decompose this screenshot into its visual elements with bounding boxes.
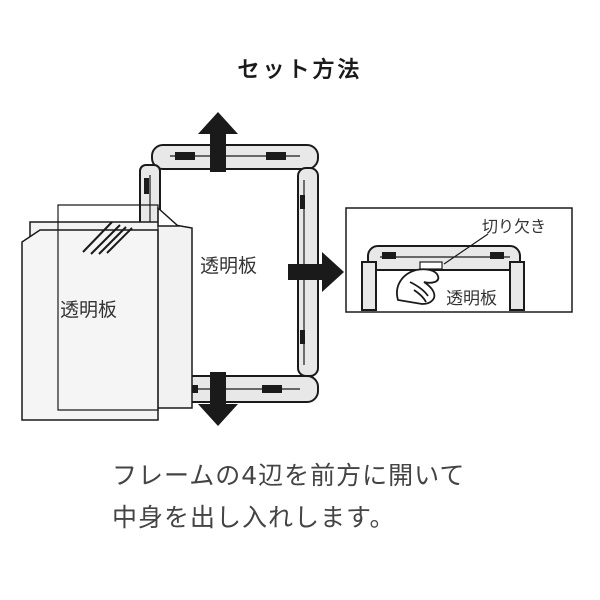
hand-icon — [396, 268, 440, 305]
frame-top-rail — [151, 144, 319, 170]
sheet-front-label: 透明板 — [60, 299, 117, 321]
page-title: セット方法 — [237, 58, 363, 83]
transparent-sheet — [21, 204, 193, 421]
right-arrow-icon — [288, 252, 344, 292]
instruction-line-1: フレームの4辺を前方に開いて — [112, 461, 466, 490]
detail-inset — [345, 207, 573, 313]
sheet-in-frame-label: 透明板 — [200, 255, 257, 277]
up-down-arrow-icon — [198, 372, 238, 426]
notch-label: 切り欠き — [482, 217, 546, 236]
inset-sheet-label: 透明板 — [446, 289, 497, 309]
instruction-line-2: 中身を出し入れします。 — [112, 503, 396, 532]
up-down-arrow-icon — [198, 112, 238, 172]
